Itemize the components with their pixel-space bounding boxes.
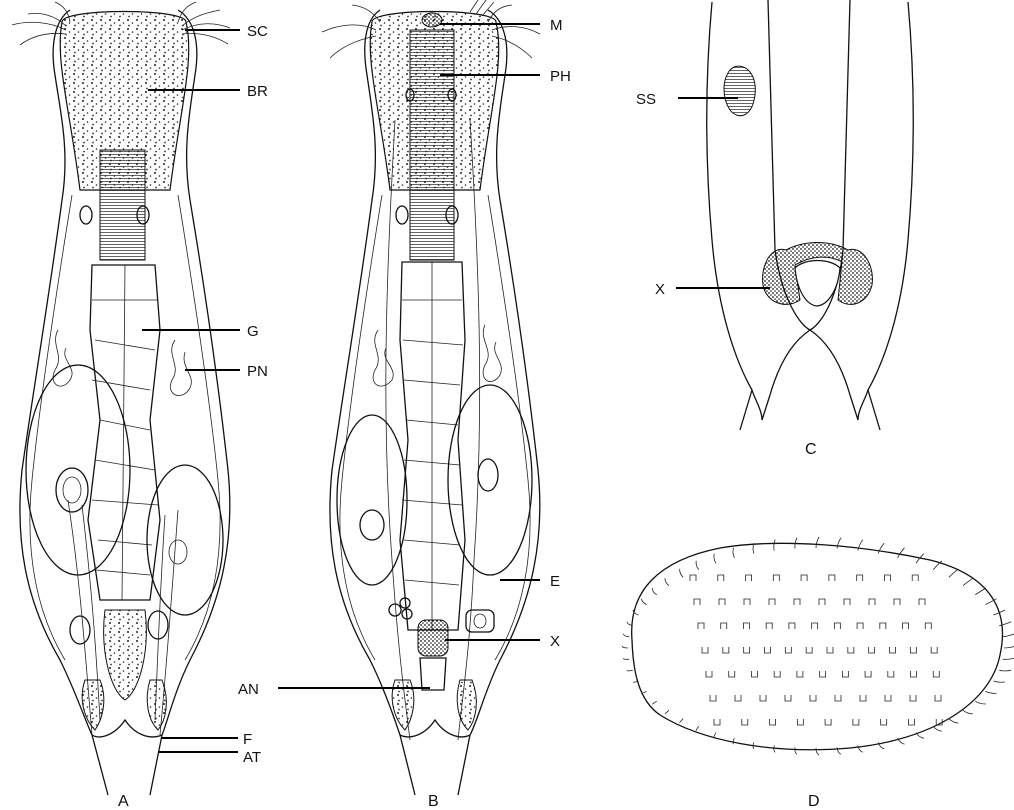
label-x-b: X xyxy=(550,633,560,650)
mouth-b xyxy=(422,13,442,27)
structure-ss xyxy=(724,66,755,116)
structure-x-b xyxy=(418,620,448,656)
label-br: BR xyxy=(247,83,268,100)
panel-a-drawing xyxy=(12,2,230,795)
panel-b-letter: B xyxy=(428,793,439,810)
label-ph: PH xyxy=(550,68,571,85)
label-x-c: X xyxy=(655,281,665,298)
panel-c-drawing xyxy=(707,0,914,430)
panel-d-drawing xyxy=(622,537,1014,755)
label-sc: SC xyxy=(247,23,268,40)
label-ss: SS xyxy=(636,91,656,108)
label-pn: PN xyxy=(247,363,268,380)
label-an: AN xyxy=(238,681,259,698)
label-g: G xyxy=(247,323,259,340)
label-at: AT xyxy=(243,749,261,766)
label-e: E xyxy=(550,573,560,590)
label-m: M xyxy=(550,17,563,34)
label-f: F xyxy=(243,731,252,748)
panel-c-letter: C xyxy=(805,441,817,458)
panel-d-letter: D xyxy=(808,793,820,810)
panel-b-drawing xyxy=(322,0,540,795)
panel-a-letter: A xyxy=(118,793,129,810)
